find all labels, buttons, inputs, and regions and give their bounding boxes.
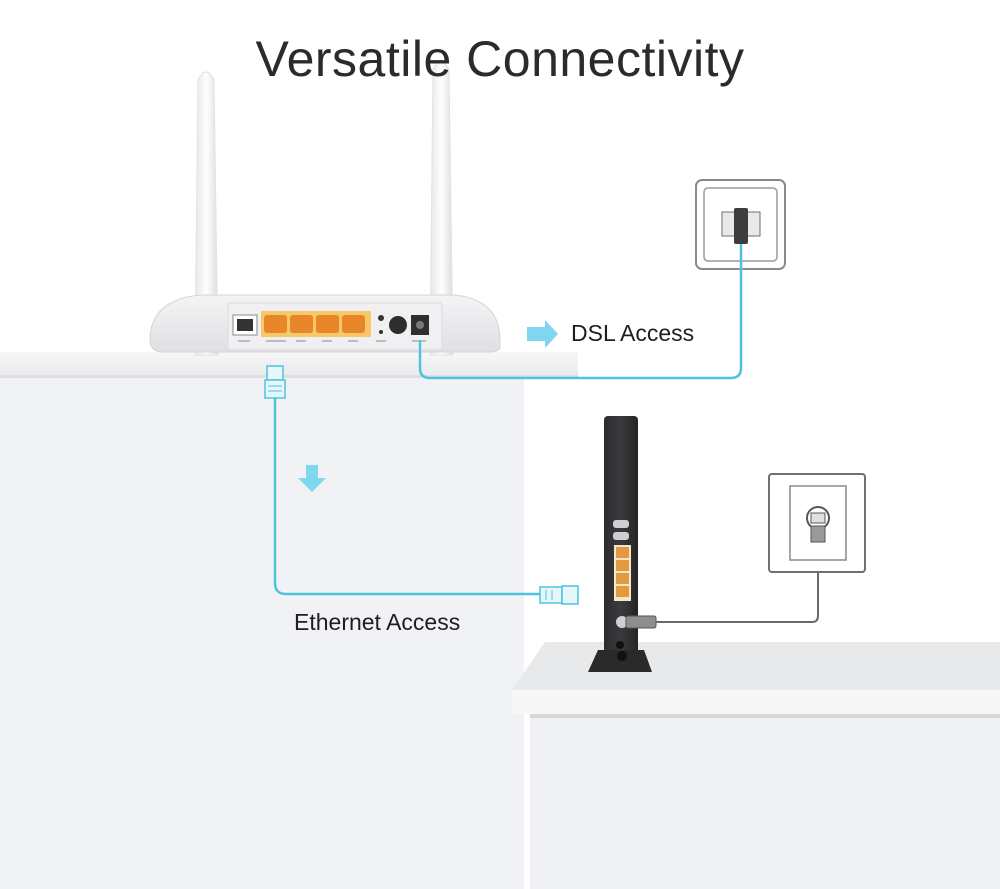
ethernet-cable (264, 365, 579, 605)
upper-shelf (0, 352, 578, 889)
router (149, 294, 501, 353)
dsl-access-label: DSL Access (571, 320, 695, 346)
cable-modem (588, 416, 657, 672)
ethernet-access-label: Ethernet Access (294, 609, 461, 635)
ethernet-arrow-icon (298, 465, 326, 492)
dsl-arrow-icon (527, 320, 558, 348)
page-title: Versatile Connectivity (255, 30, 745, 87)
lower-shelf (512, 642, 1000, 889)
router-antennas (194, 61, 454, 356)
dsl-wall-jack (695, 179, 786, 270)
coax-cable (656, 545, 819, 623)
dsl-cable (418, 244, 743, 380)
coax-wall-outlet (768, 473, 866, 573)
